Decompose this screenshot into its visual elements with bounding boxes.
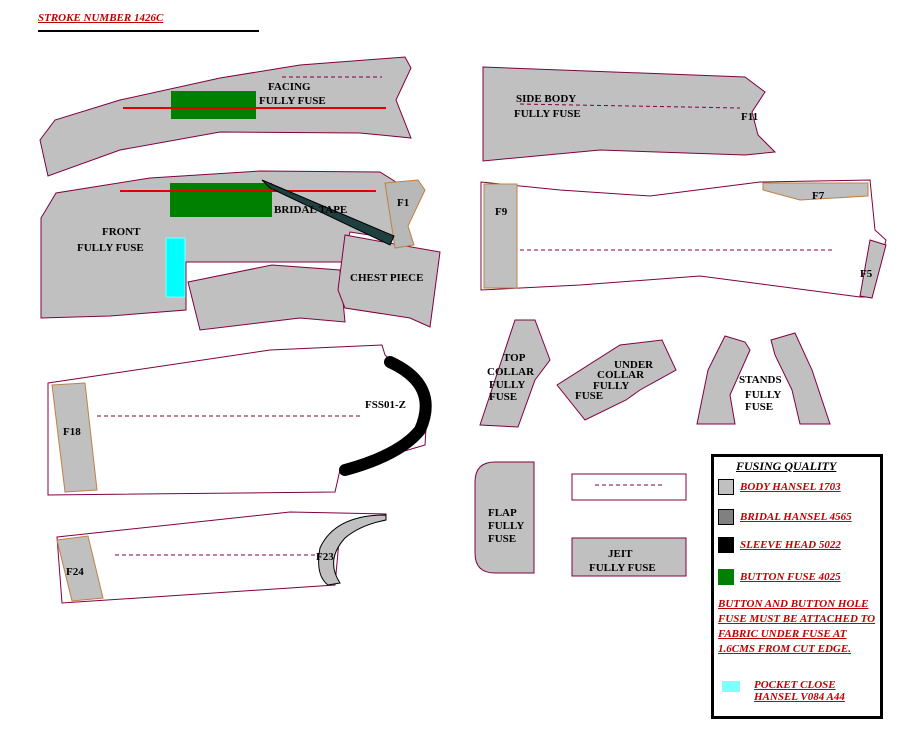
stands-pieces: STANDS FULLY FUSE xyxy=(696,332,831,425)
f18-fuse xyxy=(51,382,98,493)
side-body-label: SIDE BODY xyxy=(516,93,576,105)
stand-left xyxy=(696,335,751,425)
facing-piece: FACING FULLY FUSE xyxy=(39,56,412,177)
under-collar-label: FUSE xyxy=(575,390,603,402)
side-body-fuse-label: FULLY FUSE xyxy=(514,108,581,120)
f5-label: F5 xyxy=(860,268,873,280)
chest-piece-label: CHEST PIECE xyxy=(350,272,423,284)
top-collar-label: TOP xyxy=(503,352,526,364)
pocket-close-labels: POCKET CLOSE HANSEL V084 A44 xyxy=(754,679,845,703)
flap-outline xyxy=(474,461,535,574)
pocket-strip-outline xyxy=(571,473,687,501)
front-lower-panel xyxy=(187,264,346,331)
legend-label: BUTTON FUSE 4025 xyxy=(740,571,841,583)
title-underline xyxy=(38,30,259,32)
legend-label: POCKET CLOSE xyxy=(754,679,836,691)
button-fuse-facing xyxy=(171,91,256,119)
f24-label: F24 xyxy=(66,566,84,578)
f24-fuse xyxy=(56,535,104,602)
flap-label: FUSE xyxy=(488,533,516,545)
fusing-quality-legend: FUSING QUALITY BODY HANSEL 1703 BRIDAL H… xyxy=(711,454,883,719)
top-sleeve-outline xyxy=(47,344,429,496)
legend-item-bridal-hansel: BRIDAL HANSEL 4565 xyxy=(718,509,852,525)
front-label: FRONT xyxy=(102,226,141,238)
swatch xyxy=(718,537,734,553)
stands-label: STANDS xyxy=(739,374,782,386)
under-collar-label: COLLAR xyxy=(597,369,645,381)
f5-fuse xyxy=(859,239,887,299)
top-collar-outline xyxy=(479,319,551,428)
stands-label: FULLY xyxy=(745,389,781,401)
f11-label: F11 xyxy=(741,111,758,123)
under-collar-label: FULLY xyxy=(593,380,629,392)
front-fuse-label: FULLY FUSE xyxy=(77,242,144,254)
stands-label: FUSE xyxy=(745,401,773,413)
f7-fuse xyxy=(762,182,869,201)
stitch-line xyxy=(519,103,741,109)
f9-label: F9 xyxy=(495,206,508,218)
jeit-outline xyxy=(571,537,687,577)
top-collar-label: COLLAR xyxy=(487,366,535,378)
flap-label: FULLY xyxy=(488,520,524,532)
legend-label: HANSEL V084 A44 xyxy=(754,691,845,703)
under-collar-piece: UNDER COLLAR FULLY FUSE xyxy=(556,339,677,421)
top-collar-label: FUSE xyxy=(489,391,517,403)
under-sleeve-piece: F24 F23 xyxy=(56,511,387,604)
bridal-tape-label: BRIDAL TAPE xyxy=(274,204,347,216)
f18-label: F18 xyxy=(63,426,81,438)
top-sleeve-piece: F18 FSS01-Z xyxy=(47,344,432,496)
sleeve-head-fuse xyxy=(339,356,432,476)
legend-item-button-fuse: BUTTON FUSE 4025 xyxy=(718,569,841,585)
legend-label: SLEEVE HEAD 5022 xyxy=(740,539,841,551)
legend-item-pocket-close: POCKET CLOSE HANSEL V084 A44 xyxy=(718,679,845,703)
page-title: STROKE NUMBER 1426C xyxy=(38,12,164,24)
under-collar-outline xyxy=(556,339,677,421)
back-piece: F9 F7 F5 xyxy=(480,179,887,299)
pocket-strip-piece xyxy=(571,473,687,501)
f23-label: F23 xyxy=(316,551,334,563)
button-fuse-front xyxy=(170,183,272,217)
top-collar-piece: TOP COLLAR FULLY FUSE xyxy=(479,319,551,428)
facing-fuse-label: FULLY FUSE xyxy=(259,95,326,107)
back-outline xyxy=(480,179,887,298)
flap-piece: FLAP FULLY FUSE xyxy=(474,461,535,574)
jeit-fuse-label: FULLY FUSE xyxy=(589,562,656,574)
legend-label: BRIDAL HANSEL 4565 xyxy=(740,511,852,523)
legend-label: BODY HANSEL 1703 xyxy=(740,481,841,493)
swatch xyxy=(718,509,734,525)
fss-label: FSS01-Z xyxy=(365,399,406,411)
legend-item-body-hansel: BODY HANSEL 1703 xyxy=(718,479,841,495)
under-collar-label: UNDER xyxy=(614,359,654,371)
side-body-outline xyxy=(482,66,777,162)
facing-label: FACING xyxy=(268,81,311,93)
f7-label: F7 xyxy=(812,190,825,202)
front-piece: FRONT FULLY FUSE BRIDAL TAPE F1 CHEST PI… xyxy=(40,170,441,331)
jeit-label: JEIT xyxy=(608,548,633,560)
bridal-tape xyxy=(261,179,395,246)
legend-title: FUSING QUALITY xyxy=(736,459,837,473)
swatch xyxy=(718,479,734,495)
pocket-close-fuse xyxy=(165,237,186,298)
flap-label: FLAP xyxy=(488,507,517,519)
legend-note: BUTTON AND BUTTON HOLE FUSE MUST BE ATTA… xyxy=(718,598,876,655)
f9-fuse xyxy=(483,183,518,289)
f23-fuse xyxy=(318,514,387,586)
under-sleeve-outline xyxy=(56,511,387,604)
f1-label: F1 xyxy=(397,197,409,209)
swatch xyxy=(722,681,740,692)
jeit-piece: JEIT FULLY FUSE xyxy=(571,537,687,577)
side-body-piece: SIDE BODY FULLY FUSE F11 xyxy=(482,66,777,162)
legend-item-sleeve-head: SLEEVE HEAD 5022 xyxy=(718,537,841,553)
top-collar-label: FULLY xyxy=(489,379,525,391)
stand-right xyxy=(770,332,831,425)
swatch xyxy=(718,569,734,585)
f1-fuse xyxy=(384,179,426,249)
